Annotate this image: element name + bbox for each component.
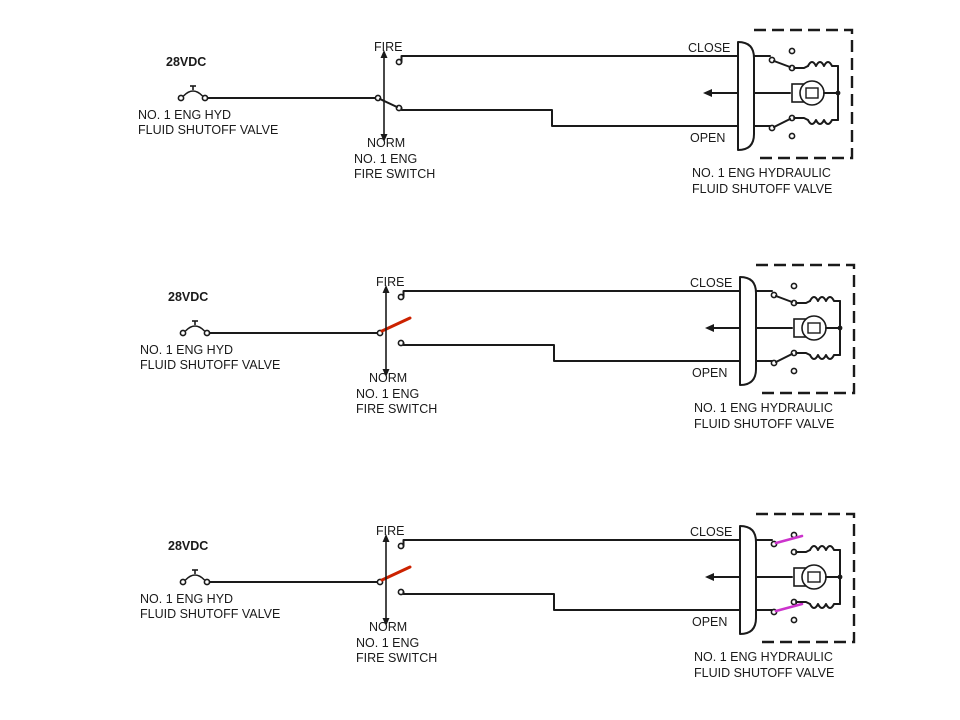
open-wire [402, 591, 741, 611]
breaker-terminal-left [177, 94, 185, 102]
supply-voltage-label: 28VDC [168, 290, 208, 304]
lower-motor-field-coil [809, 354, 841, 360]
breaker-label-line1: NO. 1 ENG HYD [140, 343, 233, 357]
close-wire [400, 55, 739, 63]
motor-commutator [807, 571, 821, 583]
ground-arrow [705, 324, 714, 332]
motor-junction-dot [837, 325, 843, 331]
motor-commutator [807, 322, 821, 334]
lower-limit-no-terminal [790, 367, 798, 375]
motor-commutator [805, 87, 819, 99]
open-wire [402, 342, 741, 362]
switch-label-line2: FIRE SWITCH [356, 402, 437, 416]
switch-down-arrow [382, 369, 390, 377]
motor-junction-dot [837, 574, 843, 580]
switch-norm-label: NORM [369, 620, 407, 634]
breaker-label-line2: FLUID SHUTOFF VALVE [138, 123, 278, 137]
valve-close-label: CLOSE [690, 276, 732, 290]
breaker-terminal-left [179, 329, 187, 337]
switch-label-line2: FIRE SWITCH [356, 651, 437, 665]
close-wire [402, 290, 741, 298]
switch-fire-label: FIRE [374, 40, 402, 54]
lower-limit-no-terminal [788, 132, 796, 140]
valve-open-label: OPEN [690, 131, 725, 145]
breaker-label-line2: FLUID SHUTOFF VALVE [140, 358, 280, 372]
lower-limit-blade-active [774, 602, 804, 613]
switch-blade-norm [379, 98, 398, 108]
upper-motor-field-coil [809, 545, 841, 551]
close-wire [402, 539, 741, 547]
circuit-breaker-contact [184, 574, 206, 581]
valve-label-line2: FLUID SHUTOFF VALVE [694, 666, 834, 680]
lower-coil-lead [793, 117, 809, 121]
valve-connector-plug [739, 525, 757, 635]
switch-label-line1: NO. 1 ENG [356, 636, 419, 650]
ground-arrow [705, 573, 714, 581]
breaker-label-line2: FLUID SHUTOFF VALVE [140, 607, 280, 621]
lower-limit-blade [773, 118, 791, 128]
upper-limit-blade-active [774, 534, 804, 545]
switch-label-line1: NO. 1 ENG [356, 387, 419, 401]
switch-fire-label: FIRE [376, 275, 404, 289]
upper-motor-field-coil [807, 61, 839, 67]
breaker-terminal-left [179, 578, 187, 586]
switch-up-arrow [382, 285, 390, 293]
lower-limit-blade [775, 353, 793, 363]
circuit-breaker-contact [184, 325, 206, 332]
switch-up-arrow [380, 50, 388, 58]
upper-limit-no-terminal [788, 47, 796, 55]
valve-close-label: CLOSE [690, 525, 732, 539]
upper-coil-lead [795, 300, 811, 304]
valve-label-line1: NO. 1 ENG HYDRAULIC [694, 650, 833, 664]
switch-label-line2: FIRE SWITCH [354, 167, 435, 181]
upper-limit-blade [775, 295, 793, 303]
valve-housing-outline [756, 263, 856, 395]
valve-label-line2: FLUID SHUTOFF VALVE [694, 417, 834, 431]
lower-coil-lead [795, 352, 811, 356]
valve-open-label: OPEN [692, 615, 727, 629]
switch-norm-label: NORM [367, 136, 405, 150]
upper-limit-no-terminal [790, 282, 798, 290]
open-wire [400, 107, 739, 127]
switch-up-arrow [382, 534, 390, 542]
switch-label-line1: NO. 1 ENG [354, 152, 417, 166]
valve-label-line1: NO. 1 ENG HYDRAULIC [692, 166, 831, 180]
valve-connector-plug [737, 41, 755, 151]
valve-close-label: CLOSE [688, 41, 730, 55]
valve-label-line2: FLUID SHUTOFF VALVE [692, 182, 832, 196]
valve-open-label: OPEN [692, 366, 727, 380]
valve-housing-outline [754, 28, 854, 160]
valve-label-line1: NO. 1 ENG HYDRAULIC [694, 401, 833, 415]
breaker-label-line1: NO. 1 ENG HYD [138, 108, 231, 122]
switch-fire-label: FIRE [376, 524, 404, 538]
upper-motor-field-coil [809, 296, 841, 302]
ground-arrow [703, 89, 712, 97]
lower-limit-no-terminal [790, 616, 798, 624]
lower-motor-field-coil [809, 603, 841, 609]
upper-coil-lead [795, 549, 811, 553]
supply-voltage-label: 28VDC [168, 539, 208, 553]
breaker-label-line1: NO. 1 ENG HYD [140, 592, 233, 606]
motor-junction-dot [835, 90, 841, 96]
lower-motor-field-coil [807, 119, 839, 125]
supply-voltage-label: 28VDC [166, 55, 206, 69]
lower-coil-lead [795, 601, 811, 605]
circuit-breaker-contact [182, 90, 204, 97]
switch-down-arrow [382, 618, 390, 626]
upper-coil-lead [793, 65, 809, 69]
switch-norm-label: NORM [369, 371, 407, 385]
valve-housing-outline [756, 512, 856, 644]
switch-down-arrow [380, 134, 388, 142]
upper-limit-blade [773, 60, 791, 68]
valve-connector-plug [739, 276, 757, 386]
